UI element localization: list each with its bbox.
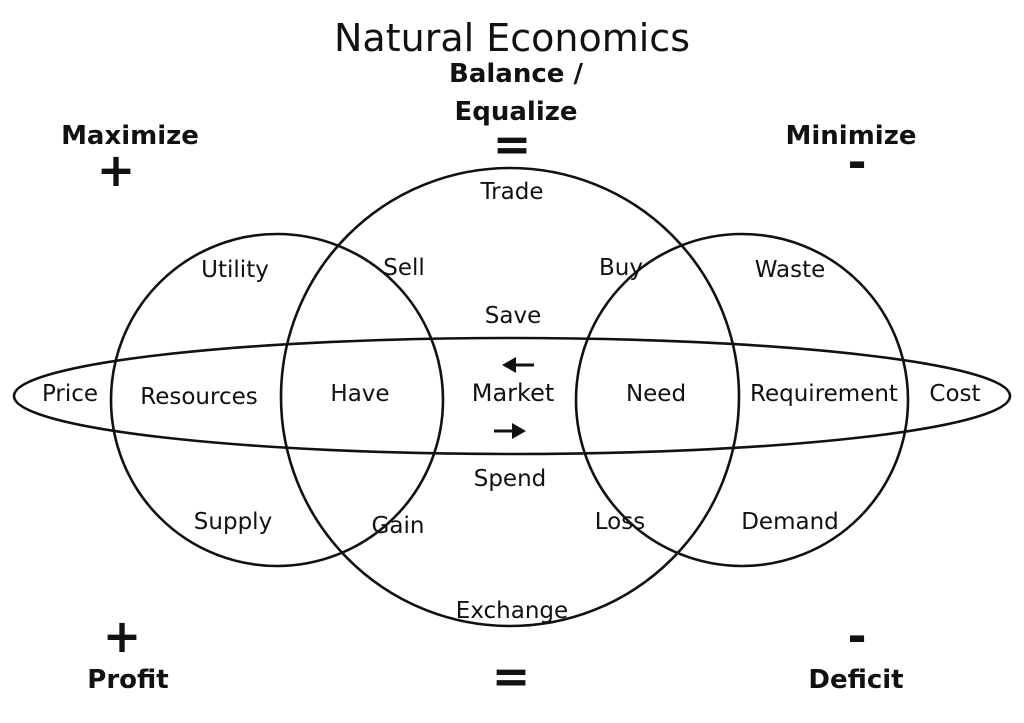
region-utility: Utility <box>201 257 269 283</box>
maximize-heading: Maximize <box>61 121 199 151</box>
profit-plus-symbol: + <box>103 609 142 663</box>
region-have: Have <box>330 381 389 407</box>
maximize-plus-symbol: + <box>97 143 136 197</box>
center-circle <box>279 166 741 628</box>
region-spend: Spend <box>474 466 547 492</box>
region-waste: Waste <box>755 257 826 283</box>
profit-heading: Profit <box>87 665 168 695</box>
region-supply: Supply <box>194 509 272 535</box>
region-trade: Trade <box>480 179 544 205</box>
arrow-left-icon <box>502 357 534 373</box>
top-equals-symbol: = <box>493 117 532 171</box>
minimize-minus-symbol: - <box>847 135 866 189</box>
balance-heading-line1: Balance / <box>449 59 583 89</box>
deficit-minus-symbol: - <box>847 609 866 663</box>
left-circle <box>109 232 445 568</box>
right-circle <box>574 232 910 568</box>
region-price: Price <box>42 381 98 407</box>
equalize-heading-line2: Equalize <box>454 97 577 127</box>
deficit-heading: Deficit <box>808 665 903 695</box>
bottom-equals-symbol: = <box>492 649 531 703</box>
horizontal-ellipse <box>12 336 1012 456</box>
diagram-title: Natural Economics <box>334 16 690 60</box>
region-sell: Sell <box>383 255 425 281</box>
region-buy: Buy <box>599 255 643 281</box>
minimize-heading: Minimize <box>786 121 917 151</box>
region-requirement: Requirement <box>750 381 898 407</box>
arrow-right-icon <box>494 423 526 439</box>
region-gain: Gain <box>372 513 425 539</box>
region-cost: Cost <box>929 381 980 407</box>
region-loss: Loss <box>595 509 645 535</box>
region-market: Market <box>472 379 555 407</box>
region-demand: Demand <box>741 509 839 535</box>
region-exchange: Exchange <box>456 598 568 624</box>
region-need: Need <box>626 381 686 407</box>
region-resources: Resources <box>140 384 257 410</box>
region-save: Save <box>485 303 541 329</box>
